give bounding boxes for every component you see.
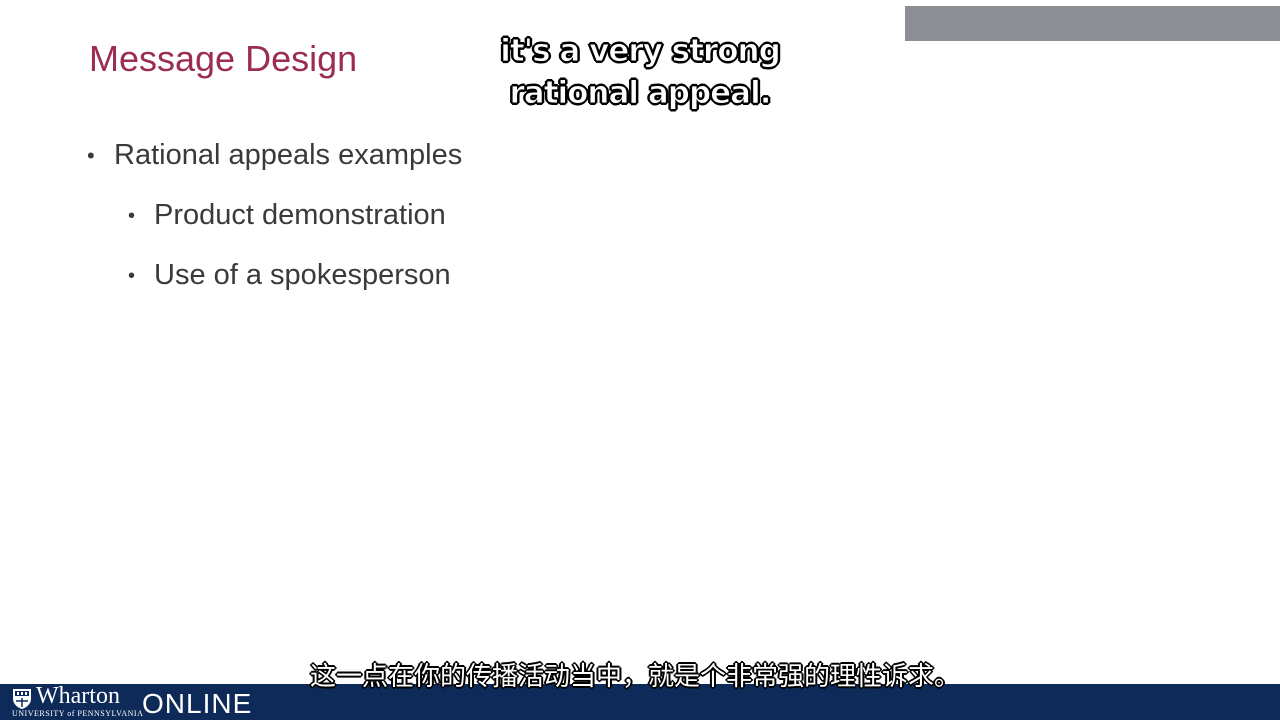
english-subtitle: it's a very strong rational appeal. (440, 30, 840, 114)
bullet-dot: • (128, 265, 136, 287)
bullet-item-level-2: • Use of a spokesperson (128, 259, 451, 292)
online-logo-text: ONLINE (142, 688, 253, 719)
footer-bar (0, 684, 1280, 720)
wharton-logo-text: Wharton (36, 683, 120, 709)
slide-title: Message Design (89, 38, 358, 79)
english-subtitle-line-1: it's a very strong (500, 33, 782, 70)
wharton-shield-icon (13, 689, 31, 709)
bullet-text: Use of a spokesperson (154, 259, 451, 291)
chinese-subtitle: 这一点在你的传播活动当中，就是个非常强的理性诉求。 (309, 662, 960, 692)
university-logo-subtext: UNIVERSITY of PENNSYLVANIA (12, 709, 144, 718)
bullet-dot: • (128, 205, 136, 227)
english-subtitle-line-2: rational appeal. (509, 75, 772, 112)
bullet-text: Rational appeals examples (114, 139, 463, 171)
bullet-item-level-1: • Rational appeals examples (87, 139, 463, 172)
top-gray-bar (905, 6, 1280, 41)
bullet-text: Product demonstration (154, 199, 446, 231)
bullet-dot: • (87, 143, 95, 168)
bullet-item-level-2: • Product demonstration (128, 199, 446, 232)
